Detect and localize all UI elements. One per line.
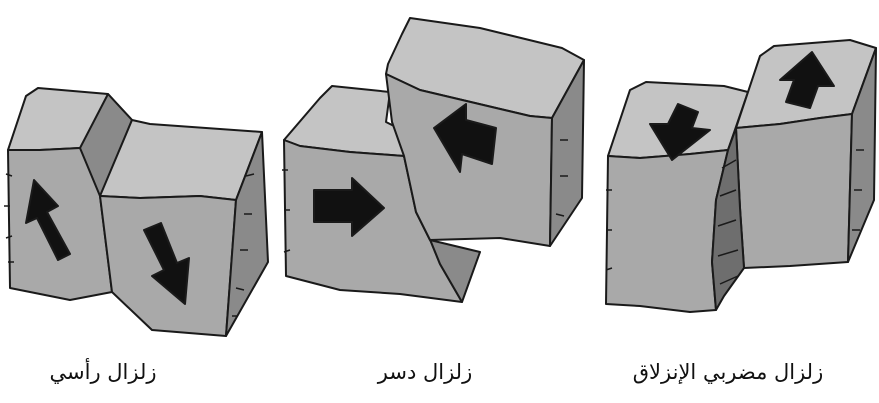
strike-fault-gap xyxy=(711,127,745,311)
arrow-right-icon xyxy=(313,177,385,237)
arrow-down-right-icon xyxy=(143,222,190,305)
hanging-block-front xyxy=(385,73,553,247)
normal-fault-block xyxy=(4,87,269,337)
arrow-left-icon xyxy=(433,103,497,173)
left-slab-front xyxy=(605,149,729,313)
strike-edge-ticks xyxy=(605,149,864,271)
caption-strike-slip-fault: زلزال مضربي الإنزلاق xyxy=(632,360,824,384)
thrust-fault-block xyxy=(282,17,585,303)
arrow-down-left-icon xyxy=(649,103,711,161)
right-edge-ticks xyxy=(232,173,255,317)
thrust-edge-ticks xyxy=(282,139,568,253)
caption-thrust-fault: زلزال دسر xyxy=(377,360,473,384)
right-slab-side xyxy=(847,47,877,263)
strike-slip-fault-block xyxy=(605,39,877,313)
caption-vertical-fault: زلزال رأسي xyxy=(49,360,157,384)
arrow-up-left-icon xyxy=(25,179,71,261)
gap-striations xyxy=(717,159,739,285)
hanging-block-side xyxy=(549,59,585,247)
right-slab-front xyxy=(735,113,853,269)
left-edge-ticks xyxy=(4,173,14,263)
right-block-side xyxy=(225,131,269,337)
arrow-up-right-icon xyxy=(779,51,835,109)
